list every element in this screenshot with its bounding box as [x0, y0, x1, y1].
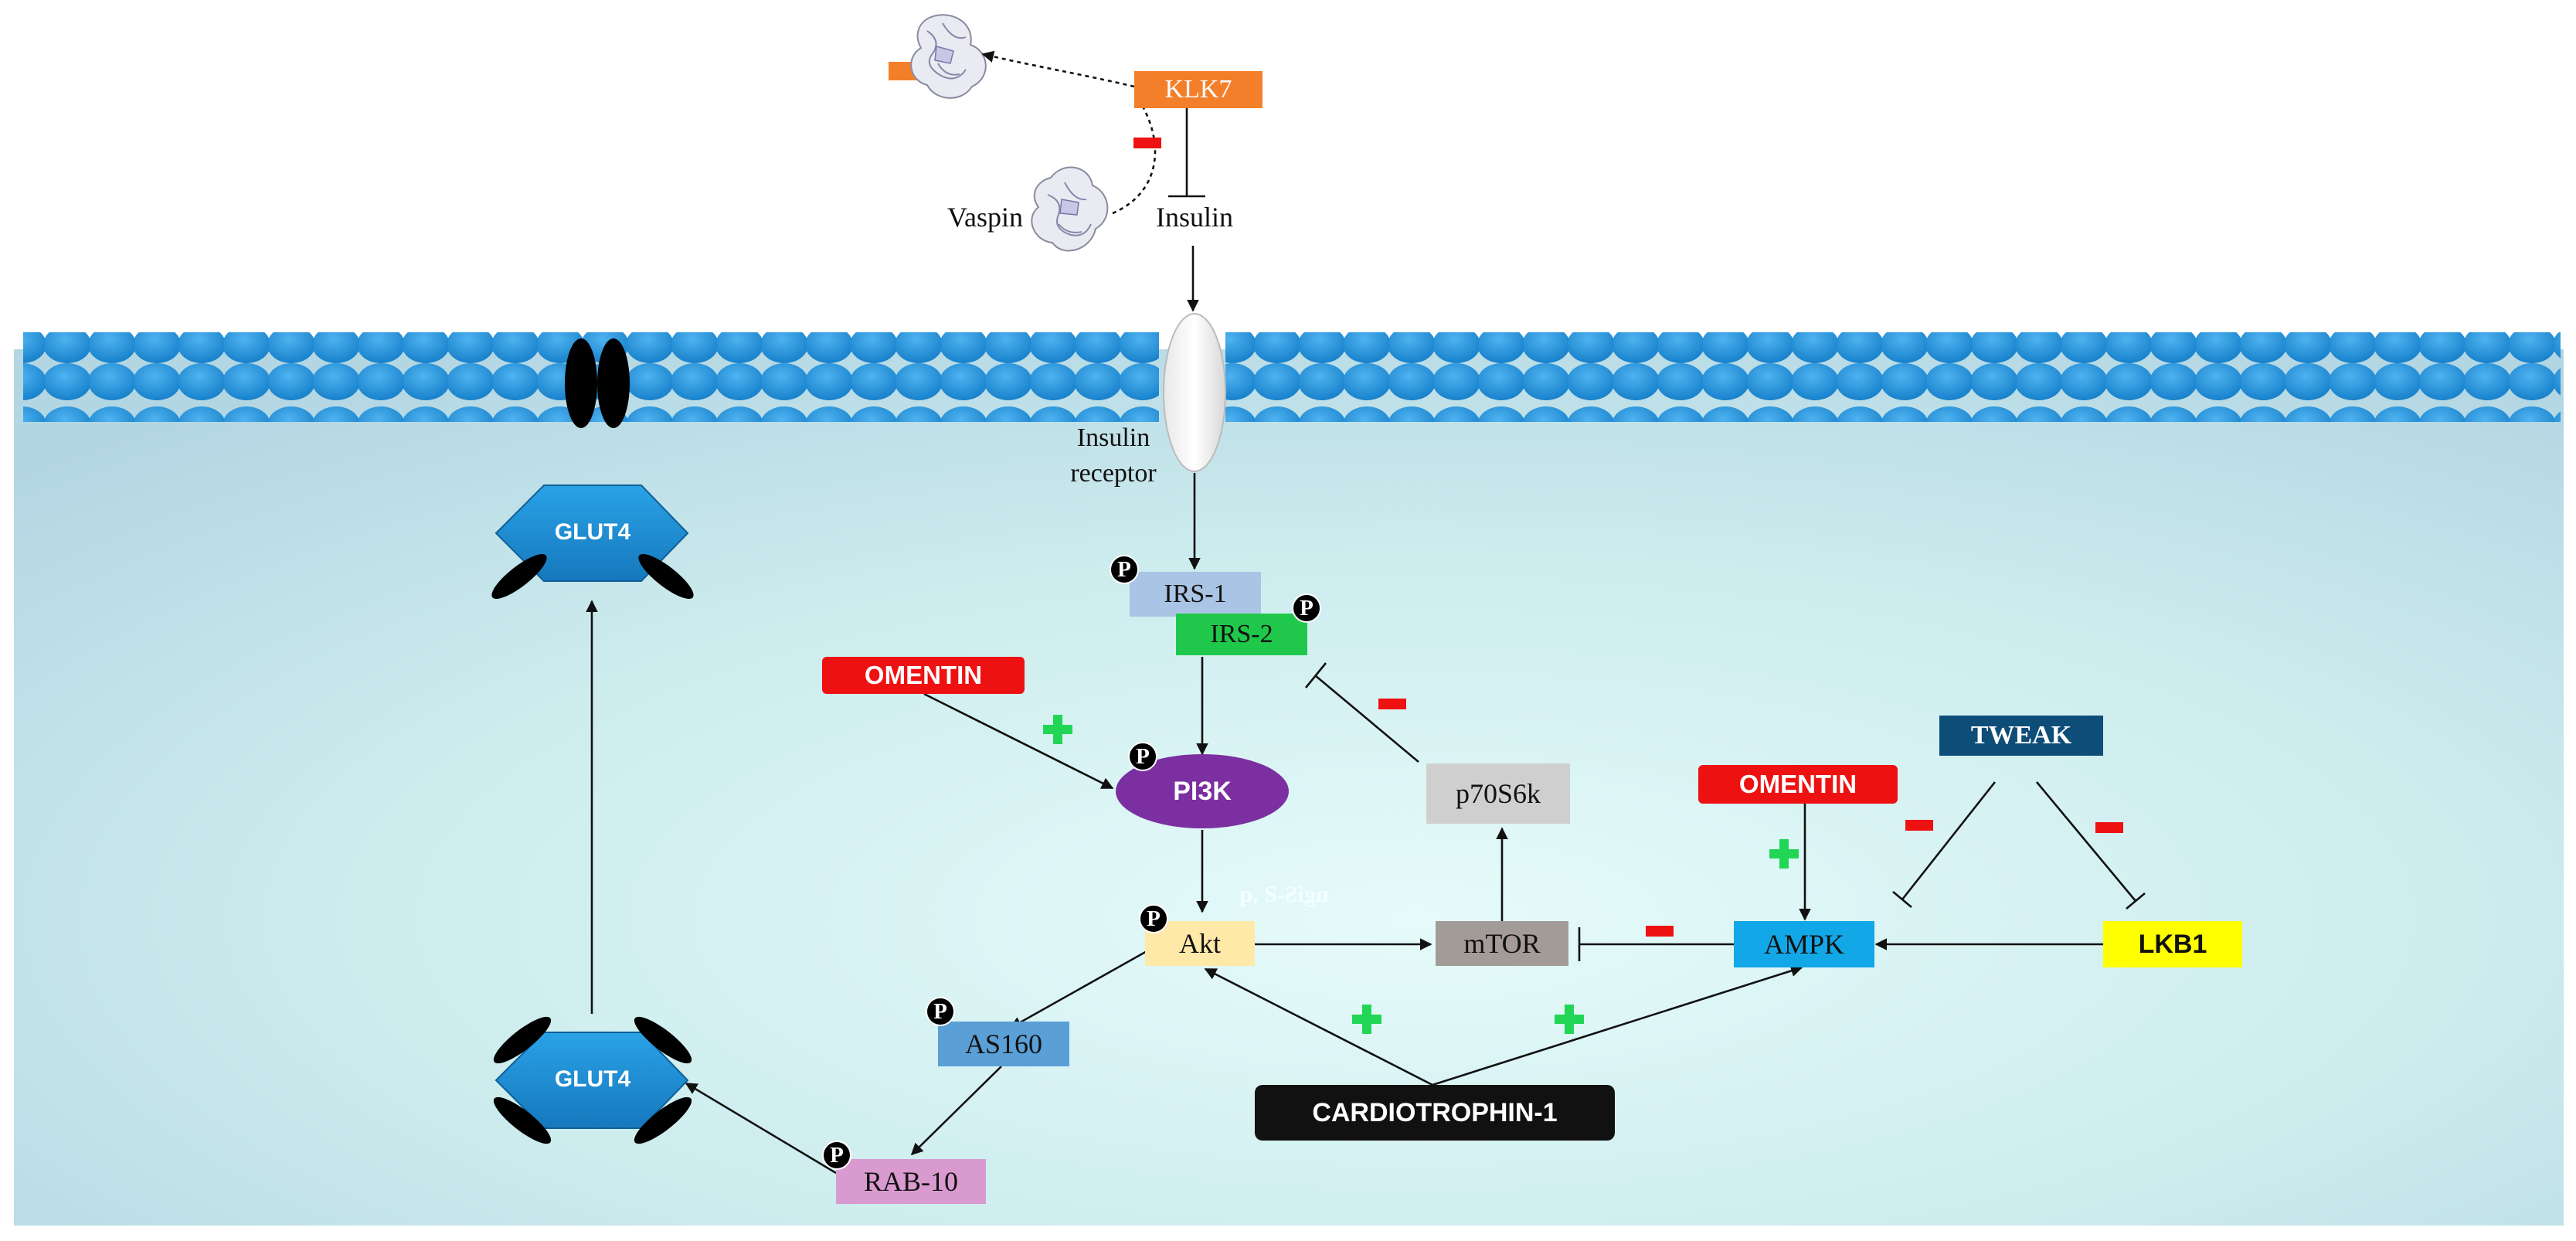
omentin-left-node: OMENTIN — [822, 657, 1025, 694]
protein-structure-icon — [1031, 166, 1109, 252]
phosphate-icon: P — [1110, 555, 1139, 584]
pi3k-shape — [1116, 754, 1289, 828]
omentin-right-node: OMENTIN — [1698, 765, 1898, 804]
p70s6k-node: p70S6k — [1426, 763, 1570, 824]
tweak-node: TWEAK — [1939, 716, 2103, 756]
phosphate-icon: P — [926, 997, 955, 1026]
lkb1-node: LKB1 — [2103, 921, 2242, 967]
cytoplasm-region — [14, 349, 2564, 1226]
insulin-receptor-shape — [1163, 313, 1226, 472]
cell-membrane — [23, 332, 2561, 422]
irs2-node: IRS-2 — [1176, 614, 1307, 655]
insulin-receptor-label-line1: Insulin — [1076, 423, 1150, 452]
minus-sign-icon — [1133, 138, 2123, 937]
phosphate-icon: P — [1139, 904, 1168, 933]
membrane-channel-icon — [565, 338, 630, 428]
pathway-edges — [586, 50, 2146, 1175]
vaspin-label: Vaspin — [947, 202, 1023, 233]
irs1-node: IRS-1 — [1130, 572, 1261, 617]
mtor-node: mTOR — [1436, 921, 1568, 966]
cardiotrophin-node: CARDIOTROPHIN-1 — [1255, 1085, 1615, 1141]
glut4-channel-icon — [491, 484, 694, 599]
glut4-bottom-label: GLUT4 — [554, 1066, 631, 1092]
insulin-receptor-label-line2: receptor — [1070, 459, 1157, 488]
phosphate-icon: P — [1292, 593, 1321, 623]
mirrored-text: ngiS-Ƨ ,q — [1239, 882, 1329, 907]
rab10-node: RAB-10 — [836, 1159, 986, 1204]
protein-structure-icon — [889, 14, 987, 99]
klk7-cleavage-arrow — [981, 50, 1135, 88]
phosphate-icon: P — [1128, 742, 1157, 771]
klk7-node: KLK7 — [1134, 71, 1263, 108]
pi3k-label: PI3K — [1173, 776, 1232, 806]
insulin-receptor-label: Insulin receptor — [1055, 417, 1171, 495]
vaspin-klk7-dashed-line — [1112, 104, 1157, 215]
insulin-label: Insulin — [1155, 202, 1233, 233]
phosphate-icon: P — [822, 1141, 851, 1170]
as160-node: AS160 — [938, 1022, 1069, 1066]
plus-sign-icon — [1043, 715, 1799, 1034]
glut4-top-label: GLUT4 — [554, 519, 631, 545]
glut4-channel-icon — [493, 1016, 692, 1144]
ampk-node: AMPK — [1734, 921, 1874, 967]
